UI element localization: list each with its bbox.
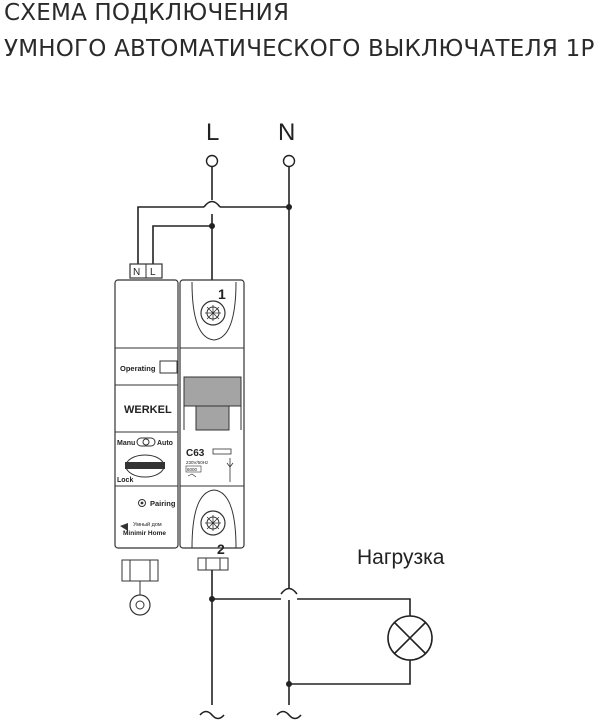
breaker-rating: C63 <box>186 448 205 459</box>
pole-number-top: 1 <box>218 286 226 302</box>
breaker-symbol <box>226 458 234 482</box>
junction-dot <box>286 681 292 687</box>
junction-dot <box>209 223 215 229</box>
lock-label: Lock <box>117 477 133 484</box>
brand-logo: WERKEL <box>124 404 172 416</box>
breaker-code: 6000 <box>187 467 198 472</box>
module-terminal-l: L <box>150 267 156 278</box>
neutral-terminal <box>282 154 296 168</box>
smart-home-label: Умный дом <box>133 521 162 528</box>
smart-home-icon <box>120 523 128 531</box>
smart-module: Operating WERKEL Manu Auto Lock Pairing … <box>114 279 179 549</box>
pairing-label: Pairing <box>150 499 176 508</box>
breaker-toggle <box>183 376 242 407</box>
module-neutral-wire <box>137 206 289 264</box>
pole-number-bottom: 2 <box>217 541 225 557</box>
operating-indicator <box>159 360 178 374</box>
neutral-crossover <box>280 587 298 595</box>
line-terminal <box>205 154 219 168</box>
breaker-spec: 230V/50Hz <box>186 460 209 465</box>
module-mount <box>121 559 159 616</box>
module-line-wire <box>152 225 212 264</box>
load-label: Нагрузка <box>357 546 445 569</box>
lever-handle <box>125 462 165 469</box>
load-feed-wire <box>212 598 411 618</box>
wire-crossover <box>203 200 221 208</box>
app-label: Minimir Home <box>123 530 166 537</box>
operating-label: Operating <box>120 364 156 373</box>
wire-break-mark <box>276 710 302 720</box>
junction-dot <box>286 204 292 210</box>
wire-break-mark <box>199 710 225 720</box>
diagram-title-line-2: УМНОГО АВТОМАТИЧЕСКОГО ВЫКЛЮЧАТЕЛЯ 1P <box>4 36 595 62</box>
manu-label: Manu <box>117 440 135 447</box>
neutral-terminal-label: N <box>278 119 295 146</box>
line-terminal-label: L <box>206 119 219 146</box>
auto-label: Auto <box>157 440 173 447</box>
diagram-title-line-1: СХЕМА ПОДКЛЮЧЕНИЯ <box>4 0 290 26</box>
module-terminal-n: N <box>133 267 140 278</box>
load-lamp-icon <box>387 615 433 661</box>
circuit-breaker: 1 C63 230V/50Hz 6000 2 <box>179 279 245 571</box>
load-return-wire <box>289 660 411 685</box>
